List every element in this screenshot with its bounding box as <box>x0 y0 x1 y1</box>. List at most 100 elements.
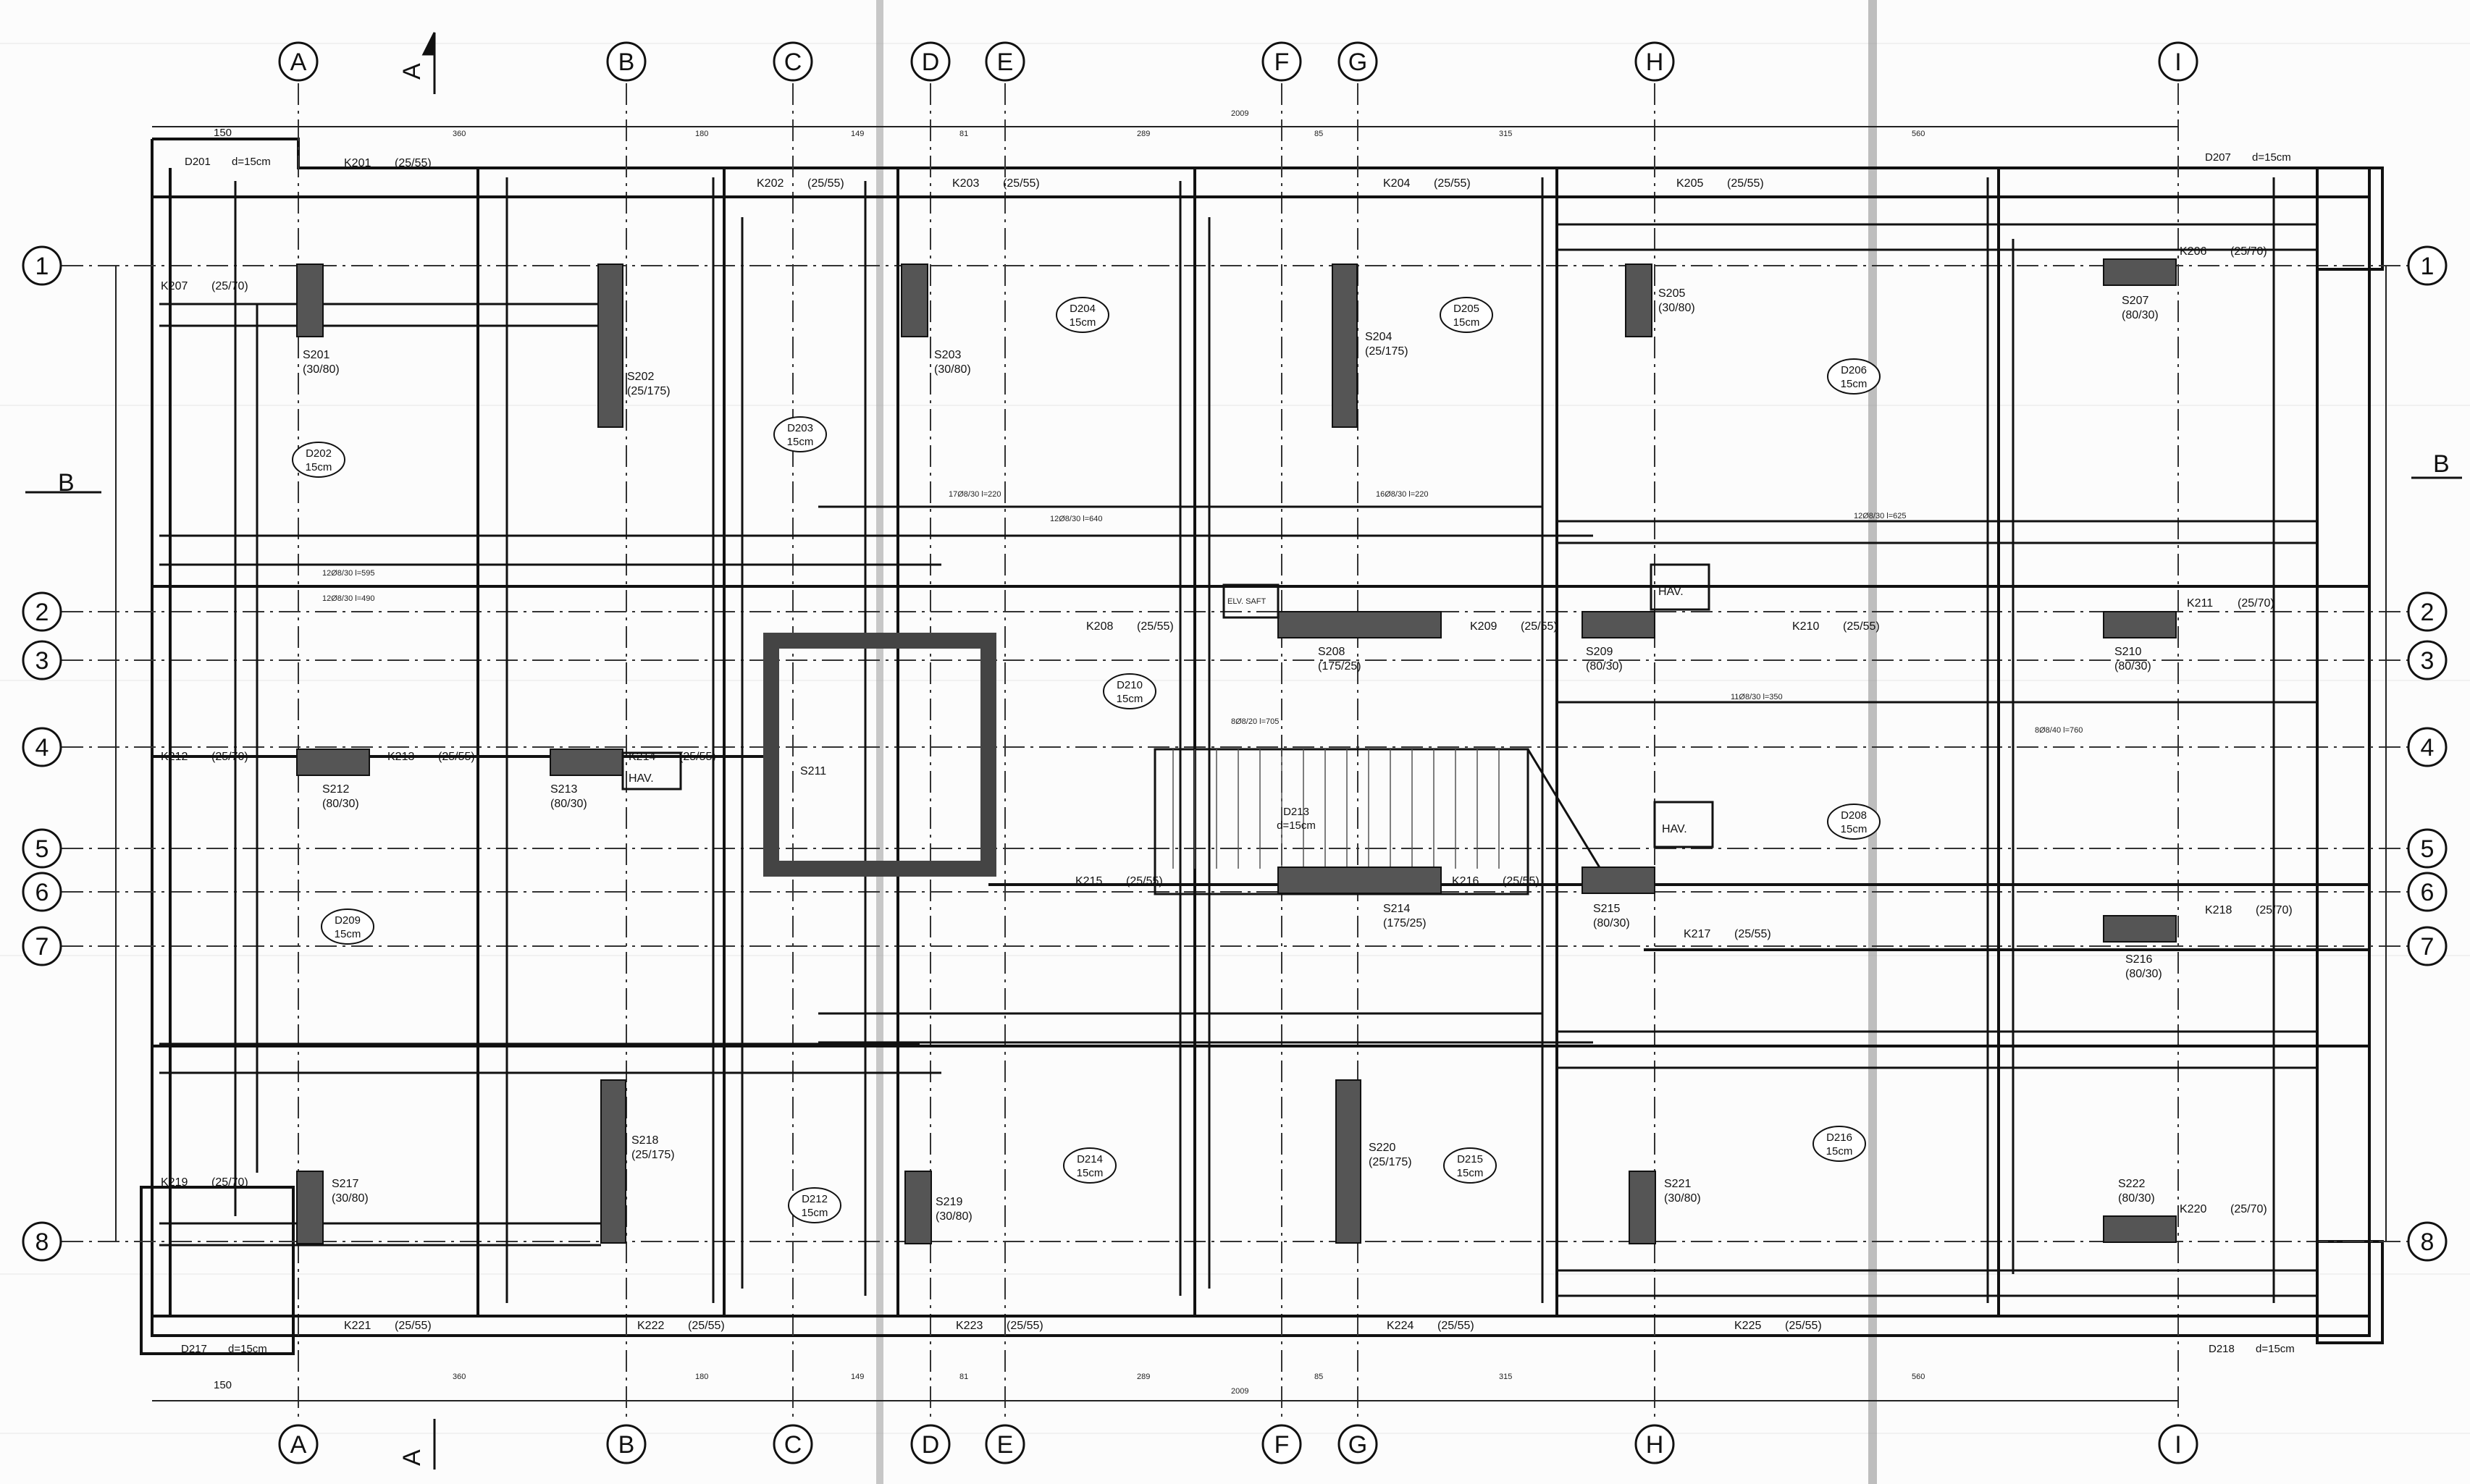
dim-text: 81 <box>959 130 968 138</box>
slab-label: D201 <box>185 156 211 168</box>
grid-bubble-e: E <box>985 1424 1025 1464</box>
column-blocks <box>296 258 2177 1244</box>
beam-size: (25/70) <box>2238 597 2274 610</box>
grid-bubble-1-text: 1 <box>35 253 49 280</box>
dim-text: 560 <box>1912 130 1925 138</box>
grid-bubble-b: B <box>606 1424 647 1464</box>
column-label: S215 <box>1593 903 1620 915</box>
slab-label: D216 <box>1826 1131 1852 1144</box>
column-label: S209 <box>1586 646 1613 658</box>
column-size: (30/80) <box>1658 302 1695 314</box>
beam-label: K225 <box>1734 1320 1761 1332</box>
grid-bubble-g-text: G <box>1348 49 1367 76</box>
column-label: S207 <box>2122 295 2148 307</box>
column-label: S213 <box>550 783 577 796</box>
beam-label: K220 <box>2180 1203 2206 1215</box>
column-label: S219 <box>936 1196 962 1208</box>
beam-label: K210 <box>1792 620 1819 633</box>
column-label: S217 <box>332 1178 358 1190</box>
beam-label: K212 <box>161 751 188 763</box>
dim-text: 85 <box>1314 130 1323 138</box>
hav-box <box>1653 801 1714 848</box>
slab-label: D205 <box>1453 303 1479 315</box>
dim-text: 150 <box>214 127 232 139</box>
slab-label: D202 <box>306 447 332 460</box>
column-size: (80/30) <box>2122 309 2159 321</box>
grid-bubble-b-text: B <box>618 49 635 76</box>
column-label: S205 <box>1658 287 1685 300</box>
column-label: S203 <box>934 349 961 361</box>
column-label: S214 <box>1383 903 1410 915</box>
grid-bubble-7: 7 <box>2407 926 2448 966</box>
column-label: S204 <box>1365 331 1392 343</box>
slab-label: D214 <box>1077 1153 1103 1165</box>
grid-bubble-c-text: C <box>784 1431 802 1459</box>
column-size: (25/175) <box>1369 1156 1412 1168</box>
grid-bubble-5-text: 5 <box>35 835 49 863</box>
grid-bubble-1: 1 <box>22 245 62 286</box>
beam-label-group: K201(25/55)K202(25/55)K203(25/55)K204(25… <box>161 157 2293 1332</box>
beam-size: (25/55) <box>1437 1320 1474 1332</box>
column-S201 <box>296 264 324 337</box>
column-label-group: S201(30/80)S202(25/175)S203(30/80)S204(2… <box>303 287 2162 1223</box>
grid-bubble-f-text: F <box>1274 49 1290 76</box>
beam-size: (25/55) <box>1126 875 1163 888</box>
beam-label: K208 <box>1086 620 1113 633</box>
grid-bubble-6-text: 6 <box>2421 879 2435 906</box>
slab-label: D217 <box>181 1343 207 1355</box>
grid-bubble-2-text: 2 <box>2421 599 2435 626</box>
beam-label: K221 <box>344 1320 371 1332</box>
column-S212 <box>296 749 370 776</box>
dim-text: 180 <box>695 130 708 138</box>
scan-fold-streak <box>1868 0 1877 1484</box>
slab-thickness: 15cm <box>1841 823 1868 835</box>
grid-bubble-i-text: I <box>2175 1431 2181 1459</box>
grid-bubble-i: I <box>2158 1424 2198 1464</box>
rebar-note: 12Ø8/30 l=625 <box>1854 512 1906 520</box>
dim-text: 360 <box>453 130 466 138</box>
beam-size: (25/55) <box>1734 928 1771 940</box>
column-S204 <box>1332 264 1358 428</box>
column-S203 <box>901 264 928 337</box>
grid-bubble-e-text: E <box>997 1431 1014 1459</box>
column-S219 <box>904 1171 932 1244</box>
slab-label: D210 <box>1117 679 1143 691</box>
column-size: (175/25) <box>1383 917 1427 929</box>
beam-size: (25/70) <box>211 751 248 763</box>
column-S215 <box>1581 867 1655 894</box>
slab-thickness: 15cm <box>802 1207 828 1219</box>
grid-bubble-a-text: A <box>290 49 307 76</box>
hav-box <box>621 751 682 791</box>
beam-size: (25/55) <box>1003 177 1040 190</box>
beam-size: (25/55) <box>1434 177 1471 190</box>
stair-steps <box>1172 749 1500 869</box>
column-label: S212 <box>322 783 349 796</box>
slab-label: D213 <box>1283 806 1309 818</box>
column-S202 <box>597 264 623 428</box>
dim-text: 149 <box>851 130 864 138</box>
beam-label: K207 <box>161 280 188 292</box>
beam-size: (25/55) <box>679 751 716 763</box>
column-S214 <box>1277 867 1442 894</box>
rebar-note: 16Ø8/30 l=220 <box>1376 490 1428 499</box>
slab-thickness: 15cm <box>306 461 332 473</box>
grid-bubble-d-text: D <box>922 49 940 76</box>
rebar-notes: 12Ø8/30 l=595 12Ø8/30 l=490 17Ø8/30 l=22… <box>322 490 2083 735</box>
column-size: (30/80) <box>934 363 971 376</box>
hav-label: HAV. <box>629 772 654 785</box>
beam-label: K209 <box>1470 620 1497 633</box>
column-size: (30/80) <box>1664 1192 1701 1205</box>
column-S209 <box>1581 611 1655 638</box>
beam-size: (25/70) <box>2230 245 2267 258</box>
slab-thickness: 15cm <box>787 436 814 448</box>
column-size: (80/30) <box>2125 968 2162 980</box>
grid-bubble-b-text: B <box>618 1431 635 1459</box>
